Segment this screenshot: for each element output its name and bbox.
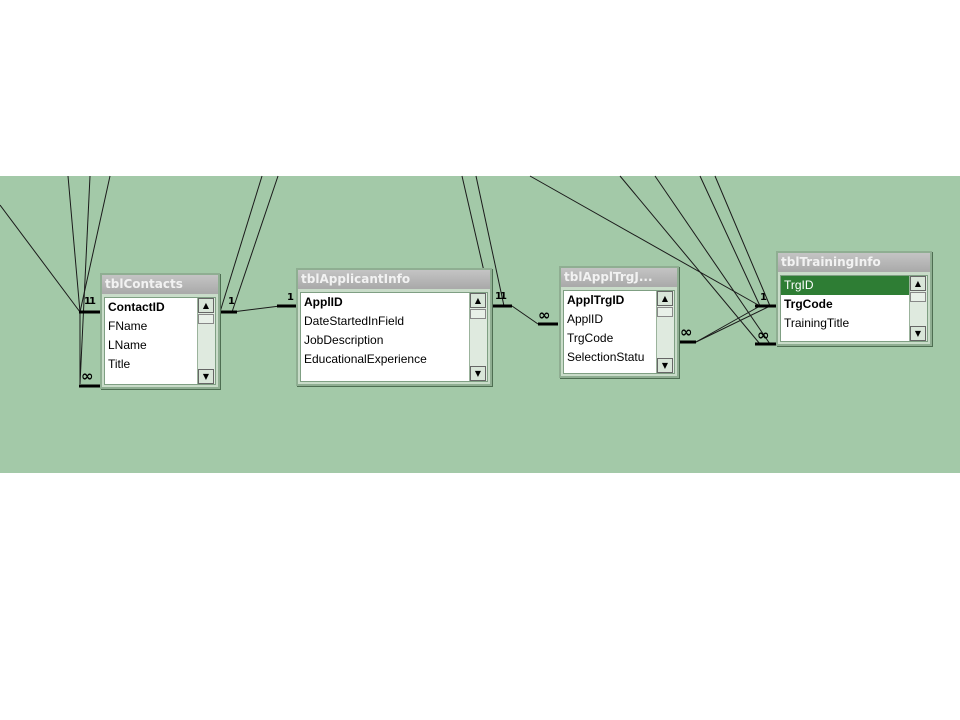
- field-list[interactable]: ApplID DateStartedInField JobDescription…: [300, 292, 488, 382]
- many-marker: ∞: [680, 323, 693, 341]
- vertical-scrollbar[interactable]: ▲ ▼: [656, 291, 674, 373]
- vertical-scrollbar[interactable]: ▲ ▼: [909, 276, 927, 341]
- one-marker: 1: [228, 296, 235, 307]
- up-arrow-icon[interactable]: ▲: [198, 298, 214, 313]
- field-list[interactable]: ApplTrgID ApplID TrgCode SelectionStatu …: [563, 290, 675, 374]
- scroll-thumb[interactable]: [657, 307, 673, 317]
- field-list[interactable]: ContactID FName LName Title ▲ ▼: [104, 297, 216, 385]
- field-list[interactable]: TrgID TrgCode TrainingTitle ▲ ▼: [780, 275, 928, 342]
- scroll-thumb[interactable]: [910, 292, 926, 302]
- scroll-thumb[interactable]: [470, 309, 486, 319]
- field-item[interactable]: ApplTrgID: [567, 293, 625, 307]
- field-item[interactable]: SelectionStatu: [567, 350, 645, 364]
- field-item[interactable]: TrgCode: [784, 297, 833, 311]
- field-item[interactable]: Title: [108, 357, 131, 371]
- one-marker: 1: [500, 291, 507, 302]
- one-marker: 1: [760, 292, 767, 303]
- field-item[interactable]: ApplID: [567, 312, 604, 326]
- field-item[interactable]: EducationalExperience: [304, 352, 427, 366]
- field-item[interactable]: FName: [108, 319, 148, 333]
- many-marker: ∞: [538, 306, 551, 324]
- table-title[interactable]: tblContacts: [102, 275, 218, 294]
- many-marker: ∞: [81, 367, 94, 385]
- field-item[interactable]: TrainingTitle: [784, 316, 850, 330]
- one-marker: 1: [287, 292, 294, 303]
- table-title[interactable]: tblTrainingInfo: [778, 253, 930, 272]
- table-window-training-info[interactable]: tblTrainingInfo TrgID TrgCode TrainingTi…: [776, 251, 932, 346]
- many-marker: ∞: [757, 326, 770, 344]
- field-item[interactable]: DateStartedInField: [304, 314, 405, 328]
- down-arrow-icon[interactable]: ▼: [910, 326, 926, 341]
- field-item-selected[interactable]: TrgID: [781, 276, 909, 295]
- one-marker: 1: [84, 296, 91, 307]
- field-item[interactable]: TrgCode: [567, 331, 614, 345]
- vertical-scrollbar[interactable]: ▲ ▼: [469, 293, 487, 381]
- scroll-thumb[interactable]: [198, 314, 214, 324]
- table-window-applicant-info[interactable]: tblApplicantInfo ApplID DateStartedInFie…: [296, 268, 492, 386]
- one-marker: 1: [495, 291, 502, 302]
- up-arrow-icon[interactable]: ▲: [470, 293, 486, 308]
- table-window-contacts[interactable]: tblContacts ContactID FName LName Title …: [100, 273, 220, 389]
- down-arrow-icon[interactable]: ▼: [657, 358, 673, 373]
- field-item[interactable]: JobDescription: [304, 333, 384, 347]
- vertical-scrollbar[interactable]: ▲ ▼: [197, 298, 215, 384]
- down-arrow-icon[interactable]: ▼: [470, 366, 486, 381]
- up-arrow-icon[interactable]: ▲: [657, 291, 673, 306]
- table-title[interactable]: tblApplicantInfo: [298, 270, 490, 289]
- table-title[interactable]: tblApplTrgJ...: [561, 268, 677, 287]
- table-window-appl-trg-junction[interactable]: tblApplTrgJ... ApplTrgID ApplID TrgCode …: [559, 266, 679, 378]
- field-item[interactable]: LName: [108, 338, 147, 352]
- up-arrow-icon[interactable]: ▲: [910, 276, 926, 291]
- field-item[interactable]: ContactID: [108, 300, 165, 314]
- down-arrow-icon[interactable]: ▼: [198, 369, 214, 384]
- one-marker: 1: [89, 296, 96, 307]
- field-item[interactable]: ApplID: [304, 295, 343, 309]
